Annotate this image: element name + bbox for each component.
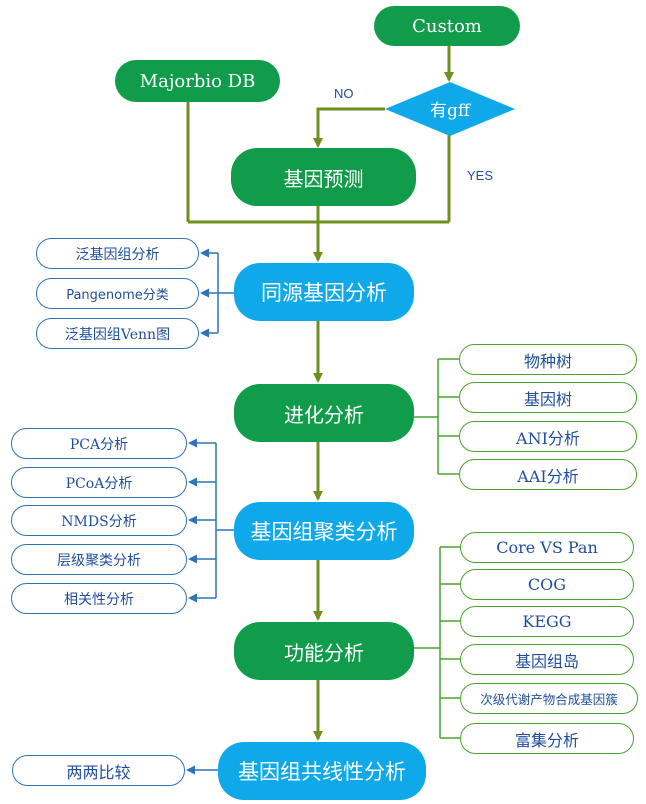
edge-label-no: NO [334, 86, 354, 101]
homolog-output-item: 泛基因组分析 [36, 238, 199, 269]
evolution-output-item: ANI分析 [459, 421, 637, 452]
evolution-output-item: 物种树 [459, 344, 637, 375]
function-output-item: Core VS Pan [460, 532, 634, 563]
clustering-output-item: 相关性分析 [11, 583, 187, 614]
function-output-item: 次级代谢产物合成基因簇 [460, 683, 638, 714]
evolution-output-item: AAI分析 [459, 459, 637, 490]
clustering-output-item: PCA分析 [11, 428, 187, 459]
function-analysis-node: 功能分析 [234, 622, 414, 680]
function-output-item: 基因组岛 [460, 644, 634, 675]
collinearity-analysis-node: 基因组共线性分析 [218, 742, 426, 800]
evolution-analysis-node: 进化分析 [234, 384, 414, 442]
has-gff-label: 有gff [430, 100, 470, 121]
edge-label-yes: YES [467, 168, 494, 183]
clustering-output-item: PCoA分析 [11, 467, 187, 498]
homolog-output-item: Pangenome分类 [36, 278, 199, 309]
evolution-output-item: 基因树 [459, 382, 637, 413]
collinearity-output-item: 两两比较 [12, 755, 185, 786]
gff-decision-diamond [385, 82, 515, 136]
genome-clustering-node: 基因组聚类分析 [234, 502, 414, 560]
custom-node: Custom [374, 6, 520, 46]
edge-no-to-gene-prediction [313, 107, 385, 148]
gene-prediction-node: 基因预测 [231, 148, 416, 206]
function-output-item: 富集分析 [460, 723, 634, 754]
function-output-item: KEGG [460, 606, 634, 637]
homolog-analysis-node: 同源基因分析 [234, 263, 414, 321]
clustering-output-item: NMDS分析 [11, 505, 187, 536]
function-output-item: COG [460, 569, 634, 600]
clustering-output-item: 层级聚类分析 [11, 544, 187, 575]
homolog-output-item: 泛基因组Venn图 [36, 318, 199, 349]
majorbio-db-node: Majorbio DB [115, 60, 280, 102]
